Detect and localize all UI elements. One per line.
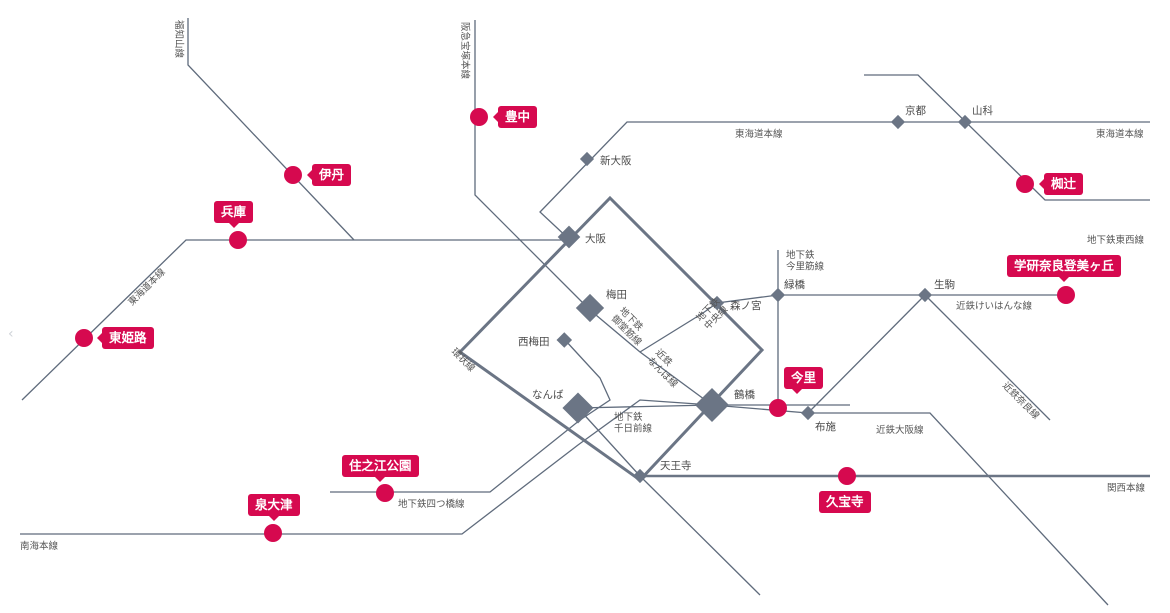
label-midosuji: 地下鉄御堂筋線 <box>609 305 653 349</box>
tag-gakken-nara[interactable]: 学研奈良登美ヶ丘 <box>1007 255 1122 282</box>
station-shin-osaka: 新大阪 <box>600 154 632 167</box>
line-tozai <box>864 74 1150 201</box>
tag-izumi-otsu[interactable]: 泉大津 <box>248 494 300 521</box>
tag-toyonaka[interactable]: 豊中 <box>492 106 538 128</box>
tag-kashinotsuji[interactable]: 椥辻 <box>1038 173 1084 195</box>
dot-imazato[interactable] <box>769 399 787 417</box>
station-namba: なんば <box>532 389 564 401</box>
label-nara: 近鉄奈良線 <box>1000 380 1042 422</box>
node-shin-osaka[interactable] <box>579 151 595 167</box>
label-fukuchiyama: 福知山線 <box>173 20 185 59</box>
dot-toyonaka[interactable] <box>470 108 488 126</box>
label-kansai: 関西本線 <box>1107 482 1146 494</box>
tag-higashi-himeji[interactable]: 東姫路 <box>97 327 154 349</box>
node-tsuruhashi[interactable] <box>695 388 729 422</box>
dot-higashi-himeji[interactable] <box>75 329 93 347</box>
node-kyoto[interactable] <box>890 114 906 130</box>
line-nara <box>924 294 1051 421</box>
label-tozai: 地下鉄東西線 <box>1087 234 1145 246</box>
line-nankai <box>20 399 713 535</box>
line-hankyu <box>474 20 591 311</box>
station-umeda: 梅田 <box>606 288 627 301</box>
label-hankyu: 阪急宝塚本線 <box>459 22 471 80</box>
dot-itami[interactable] <box>284 166 302 184</box>
line-tokaido-west <box>21 239 570 401</box>
dot-sumiyoshi-koen[interactable] <box>376 484 394 502</box>
node-fuse[interactable] <box>800 405 816 421</box>
chevron-left-icon: ‹ <box>8 326 14 342</box>
dot-hyogo[interactable] <box>229 231 247 249</box>
tag-imazato[interactable]: 今里 <box>784 367 824 394</box>
label-sennichimae: 地下鉄千日前線 <box>614 411 653 434</box>
tag-hyogo[interactable]: 兵庫 <box>214 201 254 228</box>
station-osaka: 大阪 <box>585 232 606 245</box>
station-midoribashi: 緑橋 <box>784 278 805 291</box>
tag-kudoji[interactable]: 久宝寺 <box>819 491 871 513</box>
node-osaka[interactable] <box>557 225 581 249</box>
dot-izumi-otsu[interactable] <box>264 524 282 542</box>
label-kintetsu-osaka: 近鉄大阪線 <box>876 424 924 436</box>
tag-sumiyoshi-koen[interactable]: 住之江公園 <box>342 455 419 482</box>
label-yotsubashi: 地下鉄四つ橋線 <box>398 498 465 510</box>
station-kyoto: 京都 <box>905 104 926 117</box>
label-chuo: 地下鉄中央線 <box>694 295 731 332</box>
node-umeda[interactable] <box>575 293 605 323</box>
dot-kudoji[interactable] <box>838 467 856 485</box>
label-tokaido-left: 東海道本線 <box>126 266 168 308</box>
label-imazatosuji: 地下鉄今里筋線 <box>786 249 825 272</box>
label-keihanna: 近鉄けいはんな線 <box>956 300 1033 312</box>
node-namba[interactable] <box>562 392 594 424</box>
label-tokaido-top: 東海道本線 <box>735 128 783 140</box>
line-fukuchiyama <box>187 18 355 241</box>
label-kintetsu-namba: 近鉄なんば線 <box>645 347 689 391</box>
dot-kashinotsuji[interactable] <box>1016 175 1034 193</box>
dot-gakken-nara[interactable] <box>1057 286 1075 304</box>
tag-itami[interactable]: 伊丹 <box>306 164 352 186</box>
station-ikoma: 生駒 <box>934 278 955 291</box>
station-yamashina: 山科 <box>972 104 993 117</box>
node-morinomiya[interactable] <box>709 295 725 311</box>
line-yotsubashi <box>330 339 611 493</box>
station-tsuruhashi: 鶴橋 <box>734 388 755 401</box>
node-tennoji[interactable] <box>632 468 648 484</box>
line-tokaido-upper <box>539 121 1150 241</box>
station-nishi-umeda: 西梅田 <box>518 335 550 348</box>
line-keihanna-diag <box>807 294 926 414</box>
station-tennoji: 天王寺 <box>660 460 692 472</box>
station-fuse: 布施 <box>815 420 836 433</box>
line-midosuji <box>589 309 713 406</box>
line-namba-tennoji <box>577 407 761 596</box>
station-morinomiya: 森ノ宮 <box>730 299 762 312</box>
node-midoribashi[interactable] <box>770 287 786 303</box>
node-ikoma[interactable] <box>917 287 933 303</box>
line-kintetsu-osaka <box>711 404 1109 606</box>
label-nankai: 南海本線 <box>20 540 59 552</box>
node-yamashina[interactable] <box>957 114 973 130</box>
line-chuo <box>639 294 1058 353</box>
line-sennichimae <box>577 404 713 409</box>
label-tokaido-right: 東海道本線 <box>1096 128 1144 140</box>
